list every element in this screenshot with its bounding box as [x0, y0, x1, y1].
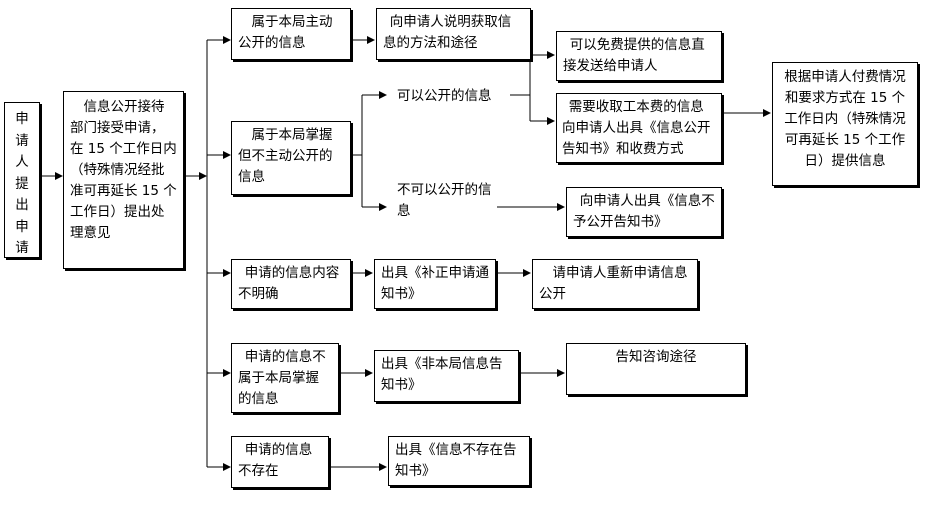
- inform-channel-box: 告知咨询途径: [566, 343, 746, 395]
- can-public-label: 可以公开的信息: [397, 88, 492, 104]
- not-public-notice-text: 向申请人出具《信息不予公开告知书》: [573, 193, 715, 230]
- reapply-text: 请申请人重新申请信息公开: [539, 265, 688, 302]
- not-public-notice-box: 向申请人出具《信息不予公开告知书》: [566, 187, 722, 237]
- fee-notice-text: 需要收取工本费的信息向申请人出具《信息公开告知书》和收费方式: [562, 99, 711, 157]
- fee-notice-box: 需要收取工本费的信息向申请人出具《信息公开告知书》和收费方式: [556, 93, 722, 163]
- free-send-box: 可以免费提供的信息直接发送给申请人: [556, 31, 722, 81]
- held-not-active-text: 属于本局掌握但不主动公开的信息: [238, 127, 333, 185]
- reception-box: 信息公开接待部门接受申请，在 15 个工作日内（特殊情况经批准可再延长 15 个…: [63, 91, 184, 269]
- unclear-text: 申请的信息内容不明确: [238, 265, 340, 302]
- applicant-box: 申 请 人 提 出 申 请: [4, 102, 40, 258]
- unclear-box: 申请的信息内容不明确: [231, 259, 351, 309]
- not-exist-notice-text: 出具《信息不存在告知书》: [395, 442, 517, 479]
- non-bureau-notice-box: 出具《非本局信息告知书》: [374, 350, 519, 402]
- held-not-active-box: 属于本局掌握但不主动公开的信息: [231, 121, 351, 195]
- not-exist-notice-box: 出具《信息不存在告知书》: [388, 436, 530, 486]
- reapply-box: 请申请人重新申请信息公开: [532, 259, 698, 309]
- supplement-notice-box: 出具《补正申请通知书》: [374, 259, 496, 309]
- applicant-text: 申 请 人 提 出 申 请: [15, 111, 29, 256]
- not-held-box: 申请的信息不属于本局掌握的信息: [231, 343, 339, 413]
- supplement-notice-text: 出具《补正申请通知书》: [381, 265, 489, 302]
- provide-info-text: 根据申请人付费情况和要求方式在 15 个工作日内（特殊情况可再延长 15 个工作…: [784, 69, 906, 169]
- reception-text: 信息公开接待部门接受申请，在 15 个工作日内（特殊情况经批准可再延长 15 个…: [70, 99, 177, 241]
- free-send-text: 可以免费提供的信息直接发送给申请人: [563, 37, 705, 74]
- explain-method-box: 向申请人说明获取信息的方法和途径: [376, 8, 531, 60]
- provide-info-box: 根据申请人付费情况和要求方式在 15 个工作日内（特殊情况可再延长 15 个工作…: [772, 62, 918, 186]
- inform-channel-text: 告知咨询途径: [615, 349, 697, 365]
- not-exist-text: 申请的信息不存在: [238, 442, 313, 479]
- non-bureau-notice-text: 出具《非本局信息告知书》: [381, 356, 503, 393]
- not-exist-box: 申请的信息不存在: [231, 436, 329, 488]
- not-held-text: 申请的信息不属于本局掌握的信息: [238, 349, 326, 407]
- explain-method-text: 向申请人说明获取信息的方法和途径: [383, 14, 512, 51]
- active-public-box: 属于本局主动公开的信息: [231, 8, 351, 60]
- cannot-public-label: 不可以公开的信息: [397, 180, 497, 222]
- active-public-text: 属于本局主动公开的信息: [238, 14, 333, 51]
- cannot-public-text: 不可以公开的信息: [397, 182, 492, 219]
